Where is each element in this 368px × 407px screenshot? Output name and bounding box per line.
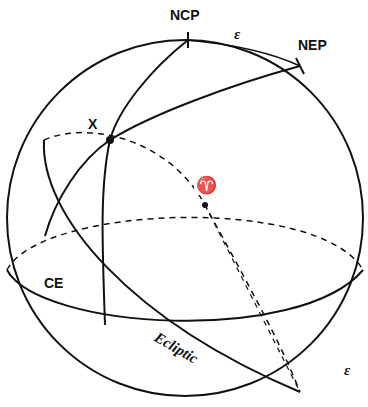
equator-front bbox=[7, 270, 363, 321]
equator-back bbox=[7, 217, 363, 270]
ecliptic-meridian bbox=[45, 66, 300, 236]
equinox-symbol: ♈ bbox=[194, 176, 219, 195]
equator-label: CE bbox=[42, 276, 65, 291]
arc-epsilon bbox=[188, 40, 300, 66]
ecliptic-label: Ecliptic bbox=[150, 328, 203, 368]
dashed-line bbox=[205, 205, 300, 392]
hour-circle bbox=[103, 40, 188, 325]
point-label: X bbox=[86, 117, 99, 132]
ecliptic-back bbox=[44, 133, 300, 392]
obliquity-label: ε bbox=[342, 362, 352, 379]
pole-label: NCP bbox=[168, 8, 202, 23]
vernal-equinox-point bbox=[202, 202, 208, 208]
point-x bbox=[106, 136, 114, 144]
nep-tick bbox=[296, 58, 304, 74]
pole-label: NEP bbox=[296, 38, 329, 53]
obliquity-label: ε bbox=[232, 26, 242, 43]
ncp-tick bbox=[187, 32, 189, 48]
ecliptic-front bbox=[44, 140, 300, 392]
sphere-outline bbox=[7, 40, 363, 396]
